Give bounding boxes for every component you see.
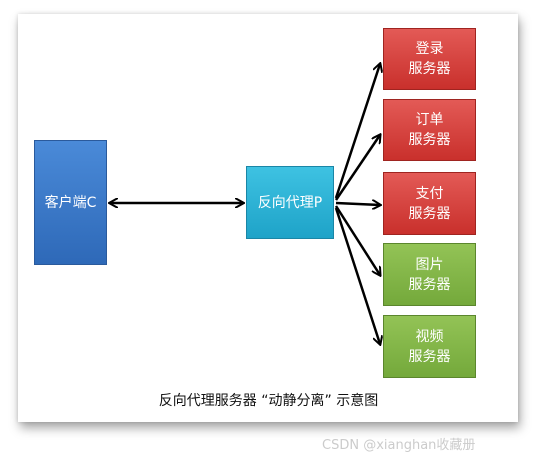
edge-proxy-video xyxy=(334,207,380,344)
edge-proxy-login xyxy=(334,64,380,199)
diagram-caption: 反向代理服务器 “动静分离” 示意图 xyxy=(158,393,379,409)
login-server-node: 登录 服务器 xyxy=(383,28,476,90)
image-server-node: 图片 服务器 xyxy=(383,243,476,306)
payment-server-node: 支付 服务器 xyxy=(383,172,476,235)
proxy-node: 反向代理P xyxy=(246,166,334,239)
edge-proxy-order xyxy=(334,135,380,201)
order-server-node: 订单 服务器 xyxy=(383,99,476,161)
watermark: CSDN @xianghan收藏册 xyxy=(322,438,476,453)
edge-proxy-pay xyxy=(335,203,380,205)
video-server-node: 视频 服务器 xyxy=(383,315,476,378)
client-node: 客户端C xyxy=(34,140,107,265)
edge-proxy-image xyxy=(334,205,380,275)
